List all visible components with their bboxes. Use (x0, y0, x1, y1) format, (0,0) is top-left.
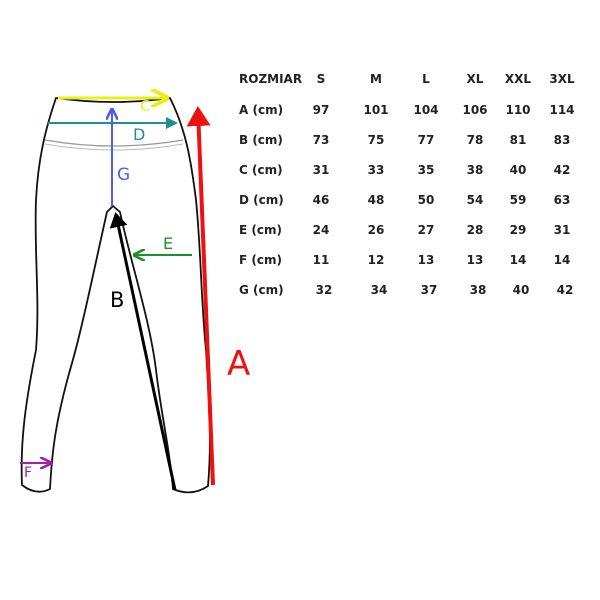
table-cell: 50 (417, 193, 435, 207)
label-b: B (110, 288, 124, 312)
table-cell: 38 (469, 283, 487, 297)
row-label: F (cm) (239, 253, 282, 267)
label-c: C (140, 97, 150, 115)
table-cell: 32 (315, 283, 333, 297)
table-cell: 37 (420, 283, 438, 297)
header-size: M (370, 72, 382, 86)
table-cell: 35 (417, 163, 435, 177)
row-label: G (cm) (239, 283, 284, 297)
header-size: L (422, 72, 430, 86)
table-cell: 81 (509, 133, 527, 147)
table-cell: 13 (466, 253, 484, 267)
table-cell: 75 (367, 133, 385, 147)
table-cell: 33 (367, 163, 385, 177)
measure-e-arrow: E (135, 234, 192, 255)
table-cell: 28 (466, 223, 484, 237)
table-cell: 77 (417, 133, 435, 147)
header-size: 3XL (549, 72, 575, 86)
measure-f-arrow: F (20, 463, 50, 481)
header-rozmiar: ROZMIAR (239, 72, 303, 86)
table-cell: 40 (512, 283, 530, 297)
header-size: S (316, 72, 326, 86)
table-cell: 40 (509, 163, 527, 177)
table-cell: 104 (413, 103, 439, 117)
table-cell: 31 (553, 223, 571, 237)
table-cell: 42 (553, 163, 571, 177)
label-g: G (117, 165, 130, 185)
header-size: XL (466, 72, 484, 86)
table-cell: 26 (367, 223, 385, 237)
row-label: B (cm) (239, 133, 283, 147)
measure-g-arrow: G (112, 110, 130, 206)
measure-b-arrow: B (109, 212, 177, 491)
table-cell: 63 (553, 193, 571, 207)
table-cell: 38 (466, 163, 484, 177)
table-cell: 46 (312, 193, 330, 207)
table-cell: 11 (312, 253, 330, 267)
table-cell: 31 (312, 163, 330, 177)
measure-a-arrow: A (186, 106, 250, 486)
label-d: D (133, 125, 145, 144)
table-cell: 54 (466, 193, 484, 207)
table-cell: 29 (509, 223, 527, 237)
row-label: D (cm) (239, 193, 284, 207)
row-label: A (cm) (239, 103, 284, 117)
table-cell: 59 (509, 193, 527, 207)
table-cell: 27 (417, 223, 435, 237)
label-a: A (227, 344, 250, 384)
table-cell: 12 (367, 253, 385, 267)
table-cell: 114 (549, 103, 575, 117)
table-cell: 110 (505, 103, 531, 117)
table-cell: 14 (553, 253, 571, 267)
row-label: E (cm) (239, 223, 282, 237)
table-cell: 13 (417, 253, 435, 267)
table-cell: 48 (367, 193, 385, 207)
row-label: C (cm) (239, 163, 283, 177)
measure-c-arrow: C (58, 97, 166, 115)
table-cell: 73 (312, 133, 330, 147)
leggings-outline (20, 97, 211, 494)
table-cell: 42 (556, 283, 574, 297)
table-cell: 106 (462, 103, 488, 117)
table-cell: 97 (312, 103, 330, 117)
label-e: E (163, 234, 173, 253)
table-cell: 101 (363, 103, 389, 117)
table-cell: 14 (509, 253, 527, 267)
header-size: XXL (504, 72, 532, 86)
table-cell: 24 (312, 223, 330, 237)
table-cell: 34 (370, 283, 388, 297)
table-cell: 78 (466, 133, 484, 147)
table-cell: 83 (553, 133, 571, 147)
label-f: F (24, 465, 32, 481)
